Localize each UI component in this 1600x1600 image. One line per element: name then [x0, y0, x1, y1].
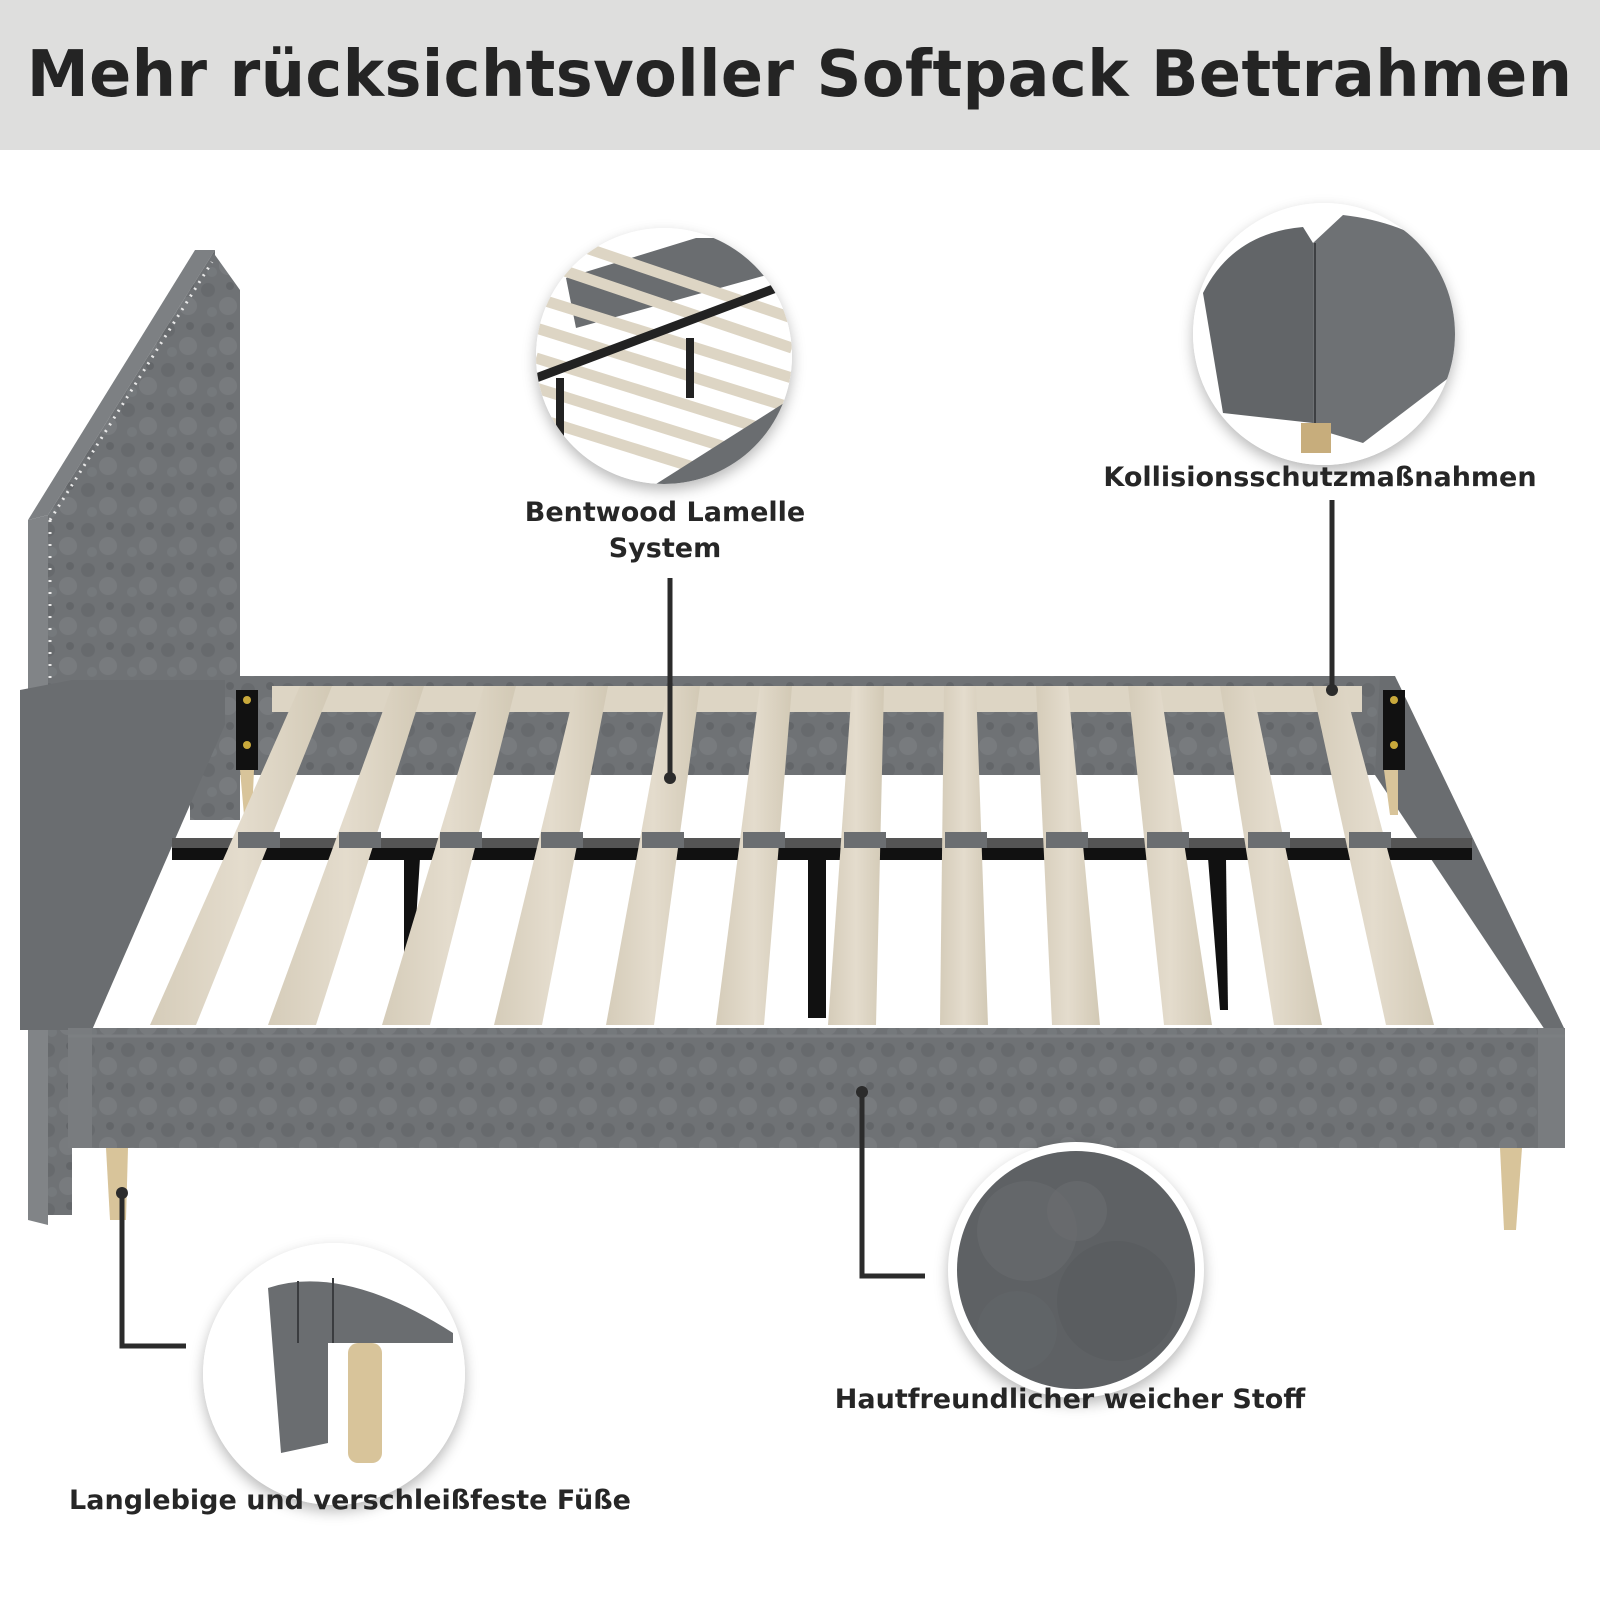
corner-bracket-right — [1383, 690, 1405, 815]
leg-front-right — [1500, 1148, 1522, 1230]
fabric-label: Hautfreundlicher weicher Stoff — [834, 1384, 1306, 1415]
corner-protection-closeup — [1193, 203, 1455, 465]
title-banner: Mehr rücksichtsvoller Softpack Bettrahme… — [0, 0, 1600, 150]
legs-closeup — [203, 1243, 465, 1505]
callout-connectors — [119, 500, 1335, 1349]
bed-frame-illustration — [20, 250, 1565, 1349]
rounded-corner-closeup-icon — [1193, 203, 1455, 465]
bentwood-slats — [150, 686, 1434, 1025]
product-illustration: Bentwood Lamelle System Kollisionsschutz… — [0, 150, 1600, 1600]
wooden-leg-closeup-icon — [203, 1243, 465, 1505]
fabric-texture-icon — [957, 1151, 1195, 1389]
slat-system-label: Bentwood Lamelle System — [524, 497, 806, 564]
corner-protection-label: Kollisionsschutzmaßnahmen — [1103, 462, 1537, 493]
foot-rail — [68, 1028, 1565, 1148]
slat-system-closeup — [536, 228, 792, 484]
head-rail — [225, 676, 1395, 775]
slat-closeup-icon — [536, 228, 792, 484]
legs-label: Langlebige und verschleißfeste Füße — [69, 1485, 631, 1516]
fabric-closeup — [948, 1142, 1204, 1398]
leg-front-left — [106, 1148, 128, 1220]
page-title: Mehr rücksichtsvoller Softpack Bettrahme… — [27, 38, 1573, 112]
left-side-rail — [20, 680, 240, 1030]
